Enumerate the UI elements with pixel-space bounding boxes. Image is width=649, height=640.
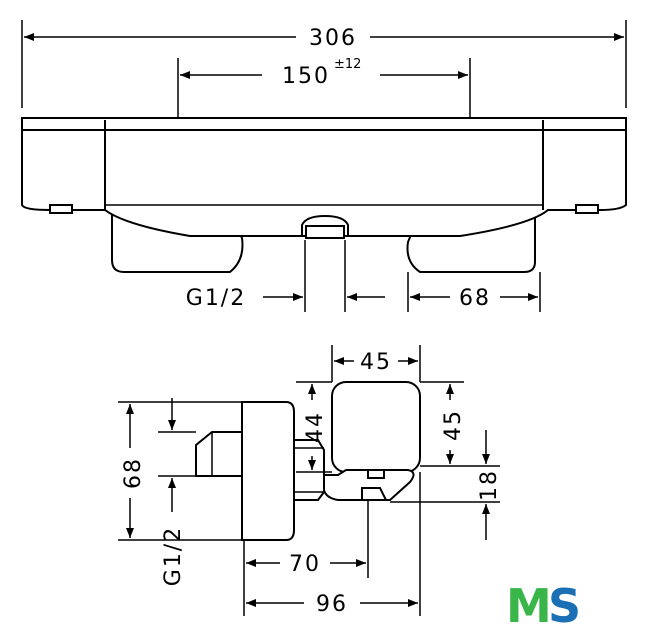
body-height-label: 68	[121, 457, 146, 489]
dimension-body-height: 68	[121, 404, 146, 538]
connection-label: G1/2	[186, 286, 246, 311]
dimension-overall-width: 306	[24, 26, 624, 51]
dimension-head-height: 45	[441, 384, 466, 464]
thermostat-body-side	[195, 381, 421, 541]
dimension-connection: G1/2	[186, 286, 385, 311]
depth-top-label: 45	[360, 350, 392, 375]
dimension-depth-top: 45	[334, 350, 418, 375]
dimension-center-distance: 150 ±12	[180, 57, 468, 89]
offset-label: 44	[303, 411, 328, 443]
logo-letter-s: S	[548, 579, 581, 633]
dimension-handle-width: 68	[410, 286, 538, 311]
dimension-spout-depth: 70	[246, 552, 366, 577]
dimension-offset: 44	[303, 384, 328, 470]
logo-letter-m: M	[506, 579, 552, 633]
handle-width-label: 68	[459, 286, 491, 311]
thermostat-body-top	[21, 117, 627, 273]
overall-width-label: 306	[309, 26, 357, 51]
spout-depth-label: 70	[289, 552, 321, 577]
dimension-overall-depth: 96	[246, 592, 418, 617]
overall-depth-label: 96	[316, 592, 348, 617]
side-view: 45 68	[118, 345, 502, 617]
dimension-side-connection: G1/2	[161, 398, 186, 586]
spout-height-label: 18	[477, 469, 502, 501]
center-tolerance-label: ±12	[334, 57, 361, 72]
brand-logo: M S	[506, 579, 581, 633]
head-height-label: 45	[441, 409, 466, 441]
dimension-spout-height: 18	[477, 430, 502, 540]
center-distance-label: 150	[282, 64, 330, 89]
top-view: 306 150 ±12	[21, 20, 627, 312]
side-connection-label: G1/2	[161, 526, 186, 586]
